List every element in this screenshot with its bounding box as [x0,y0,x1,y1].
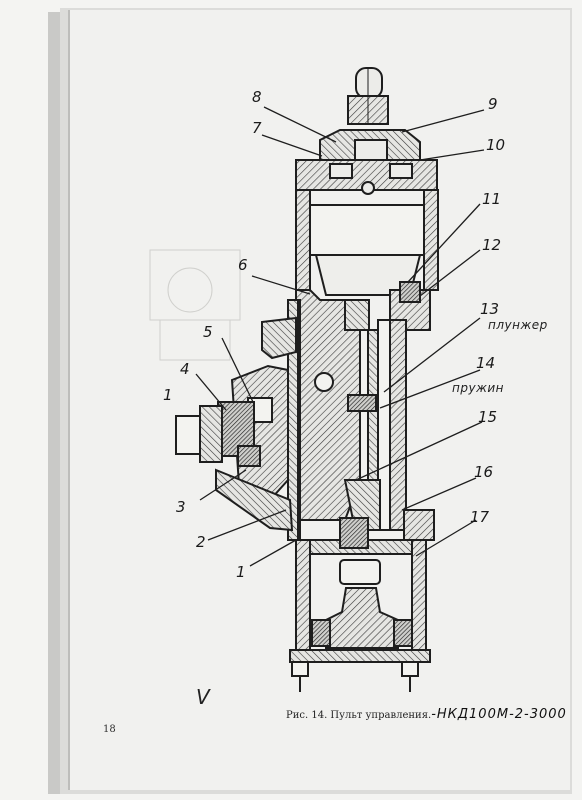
page-number: 18 [103,724,116,735]
callout-17: 17 [470,508,490,526]
callout-11: 11 [482,190,502,208]
callout-7: 7 [252,119,262,137]
callout-6: 6 [238,256,248,274]
callout-1-top: 1 [163,386,173,404]
callout-14: 14 [476,354,496,372]
leader-lines [195,106,485,567]
figure-caption: Рис. 14. Пульт управления.-НКД100М-2-300… [286,707,567,722]
callout-16: 16 [474,463,494,481]
main-body [269,281,431,541]
callout-13: 13 [480,300,500,318]
callout-5: 5 [203,323,213,341]
ghost-drawing [149,249,241,361]
callout-12: 12 [482,236,502,254]
caption-handwritten-model: -НКД100М-2-3000 [431,707,567,722]
plunger-channel [343,319,435,541]
top-cap [295,129,438,195]
note-spring: пружин [452,381,505,395]
check-mark: V [196,685,210,709]
caption-text: Рис. 14. Пульт управления. [286,710,432,721]
lower-cylinder [289,517,431,692]
callout-10: 10 [486,136,506,154]
callout-3: 3 [176,498,186,516]
callout-9: 9 [488,95,498,113]
callout-1-bottom: 1 [236,563,246,581]
note-plunger: плунжер [488,318,548,332]
upper-cylinder [295,189,439,296]
callout-4: 4 [180,360,190,378]
callout-15: 15 [478,408,498,426]
side-shaft [175,316,297,532]
callout-8: 8 [252,88,262,106]
top-stem [347,67,389,125]
callout-2: 2 [196,533,206,551]
